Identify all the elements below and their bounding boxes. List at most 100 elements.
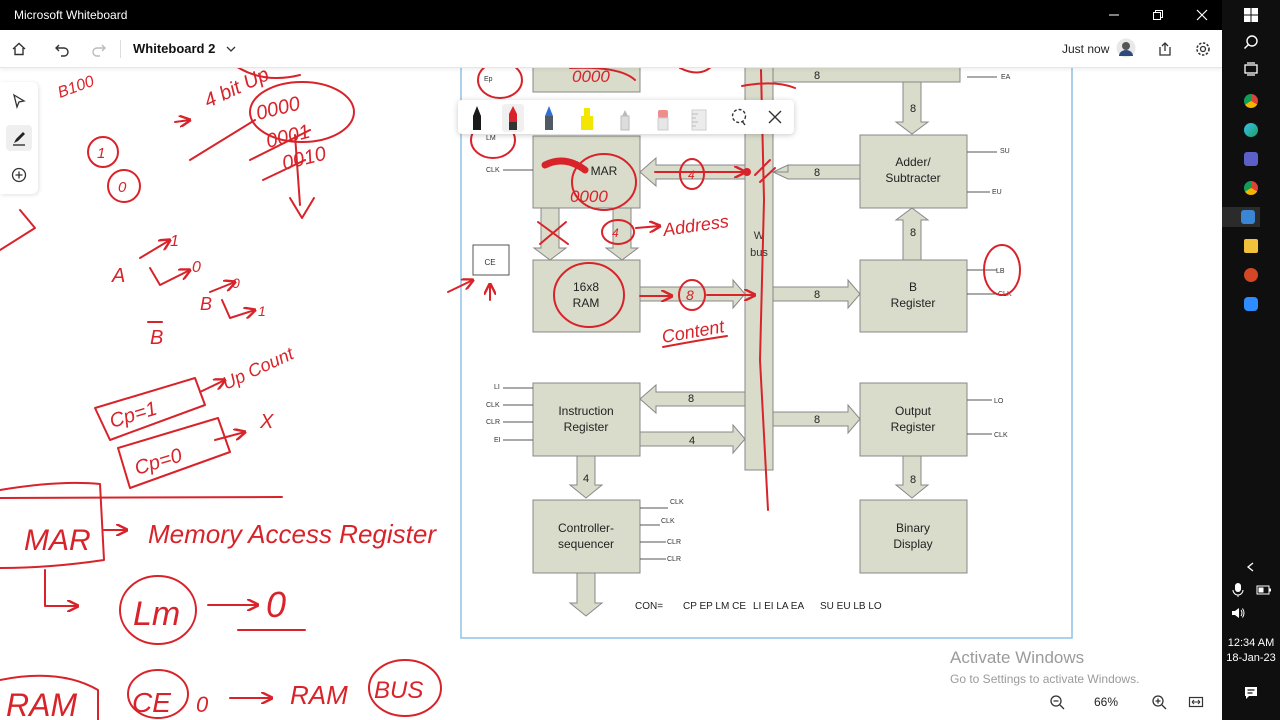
activate-windows-watermark: Activate Windows Go to Settings to activ… xyxy=(950,648,1139,686)
zoom-out-icon[interactable] xyxy=(1044,689,1070,715)
signal-lm: LM xyxy=(486,135,496,142)
signal-ep: Ep xyxy=(484,76,493,83)
folder-icon[interactable] xyxy=(1241,236,1261,256)
ink-mar-def: Memory Access Register xyxy=(148,519,437,549)
left-toolbar xyxy=(0,82,38,194)
teams-icon[interactable] xyxy=(1241,149,1261,169)
ruler-icon[interactable] xyxy=(688,104,710,132)
redo-icon[interactable] xyxy=(86,36,112,62)
ink-x-mark: X xyxy=(259,411,274,433)
chevron-down-icon[interactable] xyxy=(218,36,244,62)
microphone-icon[interactable] xyxy=(1228,580,1248,600)
signal-clk-out: CLK xyxy=(994,432,1008,439)
bus-width-b: 8 xyxy=(814,289,820,301)
home-icon[interactable] xyxy=(6,36,32,62)
ctrl-out-2: CLK xyxy=(661,518,675,525)
bus-width-b-up: 8 xyxy=(910,227,916,239)
close-icon[interactable] xyxy=(764,106,786,134)
ir-block xyxy=(532,382,641,457)
signal-lb: LB xyxy=(996,268,1005,275)
pen-white[interactable] xyxy=(614,104,636,132)
clock-time: 12:34 AM xyxy=(1227,637,1275,649)
b-label-2: Register xyxy=(891,296,936,310)
signal-ea: EA xyxy=(1001,74,1011,81)
ram-label-2: RAM xyxy=(573,296,600,310)
share-icon[interactable] xyxy=(1152,36,1178,62)
add-icon[interactable] xyxy=(6,162,32,188)
minimize-icon[interactable] xyxy=(1092,0,1136,30)
ink-b100: B100 xyxy=(56,73,97,102)
ink-lm-zero: 0 xyxy=(266,584,286,625)
ink-four: 4 xyxy=(612,226,619,240)
powerpoint-icon[interactable] xyxy=(1241,265,1261,285)
watermark-line-2: Go to Settings to activate Windows. xyxy=(950,672,1140,686)
mar-label: MAR xyxy=(591,164,618,178)
bus-arrows xyxy=(532,68,961,617)
select-icon[interactable] xyxy=(6,88,32,114)
ink-bus: BUS xyxy=(374,677,423,704)
bin-label-2: Display xyxy=(893,537,932,551)
pen-icon[interactable] xyxy=(6,125,32,151)
wbus-label: W xyxy=(754,230,765,242)
notification-icon[interactable] xyxy=(1241,683,1261,703)
con-group-1: CP EP LM CE xyxy=(683,601,746,612)
lasso-icon[interactable] xyxy=(728,106,750,134)
ink-ram-to: RAM xyxy=(290,680,348,710)
pen-yellow-highlighter[interactable] xyxy=(576,104,598,132)
avatar[interactable] xyxy=(1113,35,1139,61)
whiteboard-canvas[interactable]: W bus MAR 16x8 RAM Instruction Register … xyxy=(0,68,1222,720)
fit-icon[interactable] xyxy=(1183,689,1209,715)
ink-b-zero: 0 xyxy=(232,275,240,291)
task-view-icon[interactable] xyxy=(1241,59,1261,79)
restore-icon[interactable] xyxy=(1136,0,1180,30)
wbus-label-2: bus xyxy=(750,247,768,259)
zoom-in-icon[interactable] xyxy=(1146,689,1172,715)
ink-ram-out: 8 xyxy=(686,287,694,303)
zoom-app-icon[interactable] xyxy=(1241,294,1261,314)
w-bus xyxy=(744,68,774,471)
whiteboard-icon[interactable] xyxy=(1222,207,1260,227)
system-clock[interactable]: 12:34 AM 18-Jan-23 xyxy=(1222,636,1280,666)
controller-block xyxy=(532,499,641,574)
adder-block xyxy=(859,134,968,209)
ink-b-sub: B xyxy=(200,294,212,314)
zoom-controls: 66% xyxy=(1040,688,1220,716)
signal-clr-ir: CLR xyxy=(486,419,500,426)
pen-red[interactable] xyxy=(502,104,524,132)
search-icon[interactable] xyxy=(1241,32,1261,52)
windows-taskbar: 12:34 AM 18-Jan-23 xyxy=(1222,0,1280,720)
close-icon[interactable] xyxy=(1180,0,1224,30)
edge-icon[interactable] xyxy=(1241,120,1261,140)
bus-width-ir-out: 4 xyxy=(689,435,695,447)
binary-display-block xyxy=(859,499,968,574)
pen-black[interactable] xyxy=(466,104,488,132)
signal-clk-ir: CLK xyxy=(486,402,500,409)
ram-label-1: 16x8 xyxy=(573,280,599,294)
gear-icon[interactable] xyxy=(1190,36,1216,62)
eraser-icon[interactable] xyxy=(652,104,674,132)
board-name[interactable]: Whiteboard 2 xyxy=(133,41,216,56)
undo-icon[interactable] xyxy=(49,36,75,62)
zoom-level[interactable]: 66% xyxy=(1094,695,1119,709)
signal-lines xyxy=(503,76,997,560)
watermark-line-1: Activate Windows xyxy=(950,648,1085,667)
windows-icon[interactable] xyxy=(1241,5,1261,25)
ink-a: A xyxy=(111,265,125,287)
ink-mar-value: 0000 xyxy=(570,187,608,206)
bus-width-adder: 8 xyxy=(814,167,820,179)
ink-top-value: 0000 xyxy=(572,68,610,86)
bin-label-1: Binary xyxy=(896,521,930,535)
chrome-icon-2[interactable] xyxy=(1241,178,1261,198)
bus-width-adder-down: 8 xyxy=(910,103,916,115)
pen-blue[interactable] xyxy=(538,104,560,132)
speaker-icon[interactable] xyxy=(1228,603,1248,623)
chrome-icon[interactable] xyxy=(1241,91,1261,111)
ink-zero: 0 xyxy=(118,179,127,196)
out-label-2: Register xyxy=(891,420,936,434)
chevron-left-icon[interactable] xyxy=(1241,557,1261,577)
battery-icon[interactable] xyxy=(1254,580,1274,600)
ink-up-count: Up Count xyxy=(219,343,297,394)
divider xyxy=(120,40,121,58)
ctrl-label-1: Controller- xyxy=(558,521,614,535)
b-label-1: B xyxy=(909,280,917,294)
